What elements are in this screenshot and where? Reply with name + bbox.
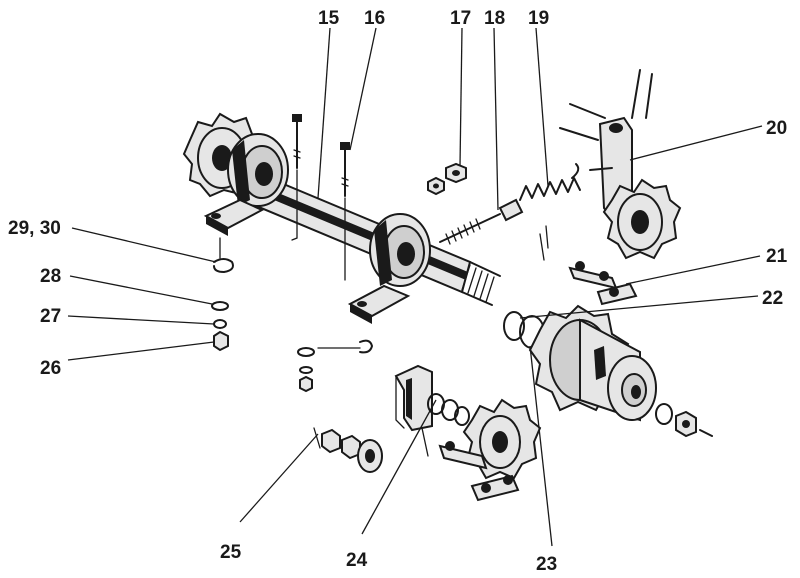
callout-29-30: 29, 30 <box>8 218 61 239</box>
right-bearing <box>347 213 431 324</box>
washer-22 <box>503 311 525 341</box>
callout-23: 23 <box>536 554 557 575</box>
callout-18: 18 <box>484 8 505 29</box>
callout-20: 20 <box>766 118 787 139</box>
chain-link-upper <box>539 225 638 306</box>
callout-22: 22 <box>762 288 783 309</box>
callout-25: 25 <box>220 542 242 563</box>
callout-27: 27 <box>40 306 61 327</box>
right-upper-sprocket <box>602 178 682 260</box>
leader-20 <box>629 125 763 161</box>
callout-19: 19 <box>528 8 549 29</box>
callout-21: 21 <box>766 246 788 267</box>
large-sprocket-hub <box>528 304 657 422</box>
callout-28: 28 <box>40 266 61 287</box>
leader-17 <box>459 27 463 167</box>
leader-16 <box>349 27 377 151</box>
leader-24 <box>361 399 437 535</box>
leader-18 <box>493 27 499 211</box>
callout-labels: 15 16 17 18 19 20 21 22 23 24 25 26 27 2… <box>8 8 788 575</box>
leader-15 <box>317 27 331 199</box>
bracket-fasteners <box>313 427 383 473</box>
tension-spring <box>519 163 581 201</box>
leader-lines <box>67 27 763 547</box>
leader-21 <box>625 255 761 285</box>
callout-24: 24 <box>346 550 368 571</box>
bolt-left <box>292 114 302 169</box>
left-bearing <box>203 133 289 236</box>
leader-25 <box>239 433 319 523</box>
leader-19 <box>535 27 549 187</box>
bolt-right <box>340 142 350 197</box>
left-hardware-stack <box>211 237 234 352</box>
leader-23 <box>529 345 553 547</box>
hub-end-nuts <box>655 403 713 438</box>
nut-17 <box>427 162 467 196</box>
callout-16: 16 <box>364 8 385 29</box>
leader-28 <box>69 275 213 305</box>
center-hardware <box>297 339 373 393</box>
callout-15: 15 <box>318 8 340 29</box>
chain-link-lower <box>421 427 520 502</box>
leader-27 <box>67 315 215 325</box>
leader-26 <box>67 341 215 361</box>
bracket <box>394 364 433 432</box>
callout-17: 17 <box>450 8 471 29</box>
leader-22 <box>519 295 759 319</box>
tension-rod <box>439 198 524 245</box>
bracket-washers <box>427 393 470 426</box>
leader-29-30 <box>71 227 217 263</box>
callout-26: 26 <box>40 358 61 379</box>
